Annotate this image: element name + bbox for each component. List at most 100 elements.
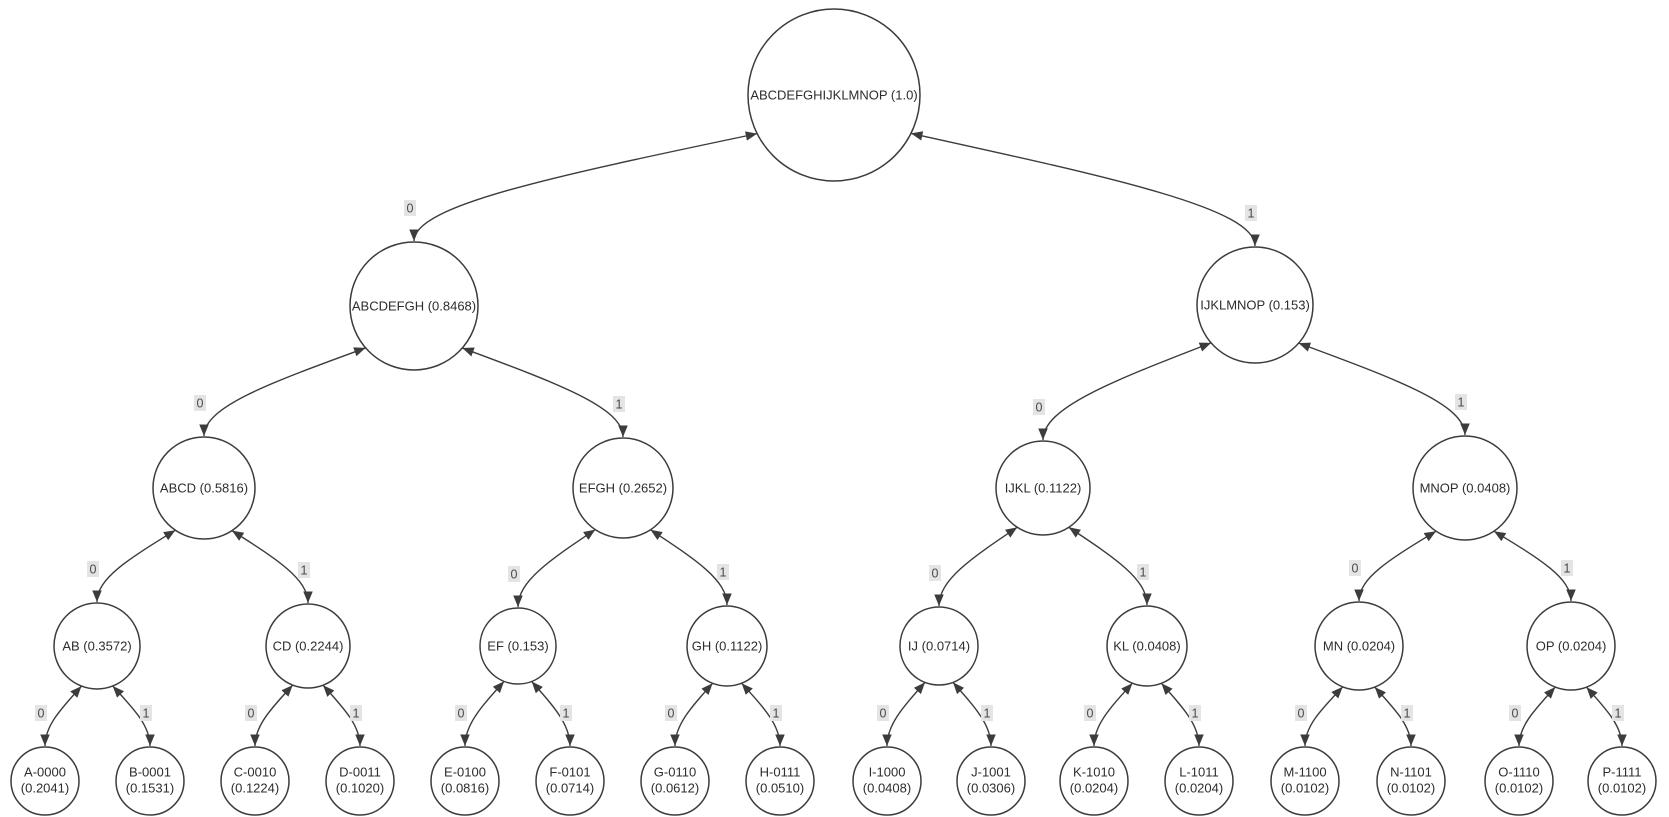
node-label-MN: MN (0.0204) (1323, 639, 1395, 654)
node-label-A-line0: A-0000 (24, 765, 66, 780)
edge-label-MN-N: 1 (1404, 707, 1411, 721)
edge-IJKL-KL (1068, 526, 1152, 606)
tree-node-ABCDEFGH (349, 241, 479, 371)
edge-label-bg (613, 396, 625, 412)
edge-label-MN-M: 0 (1298, 707, 1305, 721)
node-label-J-line1: (0.0306) (967, 781, 1015, 796)
edge-IJ-J (952, 681, 996, 747)
node-label-AB: AB (0.3572) (62, 639, 131, 654)
node-label-M-line1: (0.0102) (1281, 781, 1329, 796)
edge-EF-E (460, 680, 505, 747)
edge-EF-F (531, 681, 575, 747)
edge-IJKL-IJ (934, 526, 1018, 607)
edge-label-OP-P: 1 (1615, 707, 1622, 721)
nodes-layer: ABCDEFGHIJKLMNOP (1.0)ABCDEFGH (0.8468)I… (10, 8, 1657, 816)
node-label-K-line0: K-1010 (1073, 765, 1115, 780)
tree-node-MNOP (1412, 435, 1518, 541)
node-label-J-line0: J-1001 (971, 765, 1011, 780)
edge-label-bg (455, 705, 467, 721)
node-label-L-line1: (0.0204) (1175, 781, 1223, 796)
edge-label-EF-F: 1 (563, 707, 570, 721)
edge-label-bg (1295, 705, 1307, 721)
tree-node-M (1270, 746, 1340, 816)
edge-label-bg (350, 705, 362, 721)
node-label-G-line1: (0.0612) (651, 781, 699, 796)
node-label-GH: GH (0.1122) (692, 639, 763, 654)
node-label-KL: KL (0.0408) (1113, 639, 1180, 654)
tree-node-KL (1106, 605, 1188, 687)
node-label-EF: EF (0.153) (487, 639, 548, 654)
edge-label-AB-A: 0 (38, 707, 45, 721)
tree-node-O (1484, 746, 1554, 816)
node-label-F-line1: (0.0714) (546, 781, 594, 796)
edge-label-KL-K: 0 (1087, 707, 1094, 721)
edge-label-ABCD-CD: 1 (301, 564, 308, 578)
node-label-OP: OP (0.0204) (1536, 639, 1607, 654)
edge-label-bg (1561, 560, 1573, 576)
node-label-M-line0: M-1100 (1283, 765, 1326, 780)
edge-label-CD-D: 1 (353, 707, 360, 721)
edge-label-bg (1401, 705, 1413, 721)
node-label-ABCD: ABCD (0.5816) (160, 481, 248, 496)
tree-node-P (1587, 746, 1657, 816)
tree-node-C (220, 746, 290, 816)
edge-label-IJ-J: 1 (984, 707, 991, 721)
edge-label-bg (245, 705, 257, 721)
edge-label-IJ-I: 0 (880, 707, 887, 721)
tree-node-I (852, 746, 922, 816)
edge-label-bg (1455, 394, 1467, 410)
edge-label-IJKL-IJ: 0 (932, 567, 939, 581)
node-label-C-line1: (0.1224) (231, 781, 279, 796)
node-label-E-line1: (0.0816) (441, 781, 489, 796)
node-label-L-line0: L-1011 (1179, 765, 1219, 780)
edge-label-bg (140, 705, 152, 721)
tree-node-N (1376, 746, 1446, 816)
node-label-B-line0: B-0001 (129, 765, 171, 780)
edge-label-MNOP-OP: 1 (1564, 562, 1571, 576)
edge-label-bg (1245, 205, 1257, 221)
edge-label-EFGH-GH: 1 (720, 566, 727, 580)
node-label-D-line1: (0.1020) (336, 781, 384, 796)
edge-ABCDEFGHIJKLMNOP-ABCDEFGH (409, 131, 758, 242)
edge-AB-B (112, 685, 155, 747)
node-label-I-line0: I-1000 (869, 765, 906, 780)
tree-node-E (430, 746, 500, 816)
edge-ABCDEFGH-ABCD (199, 347, 366, 437)
edge-CD-D (322, 684, 365, 747)
node-label-O-line1: (0.0102) (1495, 781, 1543, 796)
node-label-E-line0: E-0100 (444, 765, 486, 780)
edge-label-IJKLMNOP-IJKL: 0 (1036, 401, 1043, 415)
node-label-P-line0: P-1111 (1602, 765, 1641, 780)
edge-GH-G (670, 682, 714, 747)
node-label-IJKL: IJKL (0.1122) (1005, 481, 1082, 496)
node-label-N-line1: (0.0102) (1387, 781, 1435, 796)
edge-label-bg (665, 705, 677, 721)
edge-label-bg (298, 562, 310, 578)
node-label-G-line0: G-0110 (654, 765, 696, 780)
edge-label-ABCD-AB: 0 (90, 563, 97, 577)
tree-node-J (956, 746, 1026, 816)
edge-label-AB-B: 1 (143, 707, 150, 721)
tree-node-EFGH (572, 437, 674, 539)
edge-KL-K (1089, 682, 1133, 747)
tree-node-MN (1314, 601, 1404, 691)
edge-ABCD-AB (92, 529, 176, 603)
tree-node-L (1164, 746, 1234, 816)
edge-MNOP-MN (1354, 530, 1437, 602)
edge-label-OP-O: 0 (1512, 707, 1519, 721)
edge-label-bg (1137, 564, 1149, 580)
tree-node-ABCDEFGHIJKLMNOP (747, 8, 921, 182)
edge-label-bg (770, 705, 782, 721)
edge-AB-A (40, 685, 83, 747)
edge-GH-H (741, 682, 785, 747)
edge-KL-L (1160, 682, 1204, 747)
node-label-IJKLMNOP: IJKLMNOP (0.153) (1200, 298, 1310, 313)
tree-node-F (535, 746, 605, 816)
edge-ABCDEFGH-EFGH (462, 347, 628, 438)
edge-EFGH-EF (513, 529, 596, 608)
tree-node-IJKL (995, 440, 1091, 536)
tree-node-D (325, 746, 395, 816)
edge-label-bg (404, 200, 416, 216)
